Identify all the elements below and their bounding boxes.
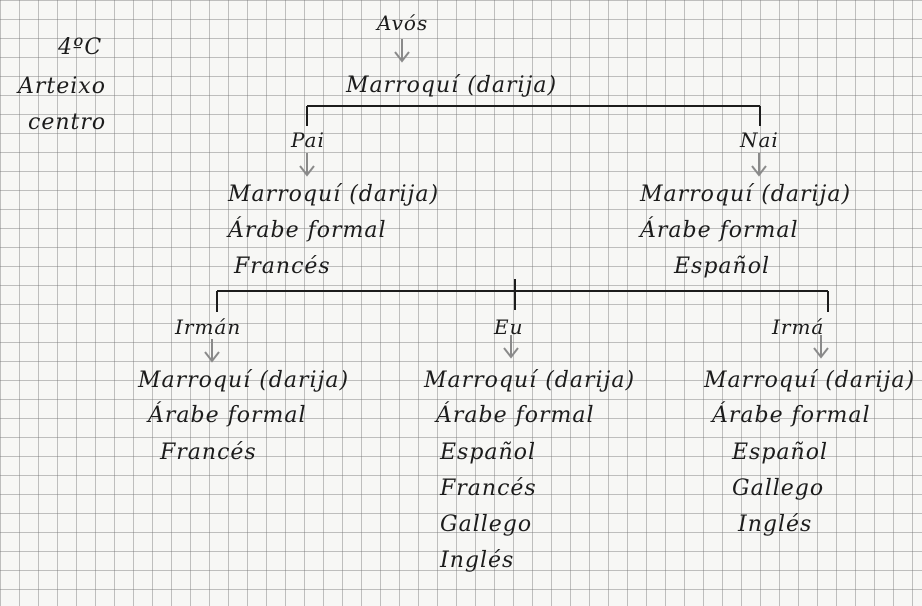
father-language-2: Árabe formal [228, 218, 387, 243]
father-language-3: Francés [234, 254, 331, 279]
down-arrow-icon [299, 153, 315, 177]
me-language-5: Gallego [440, 512, 533, 537]
sister-language-3: Español [732, 440, 828, 465]
down-arrow-icon [503, 335, 519, 359]
me-language-4: Francés [440, 476, 537, 501]
grandparents-language: Marroquí (darija) [346, 73, 558, 98]
me-language-1: Marroquí (darija) [424, 368, 636, 393]
me-label: Eu [494, 315, 524, 339]
me-language-6: Inglés [440, 548, 515, 573]
me-language-3: Español [440, 440, 536, 465]
class-label: 4ºC [58, 35, 103, 60]
brother-label: Irmán [175, 315, 242, 339]
brother-language-1: Marroquí (darija) [138, 368, 350, 393]
mother-language-1: Marroquí (darija) [640, 182, 852, 207]
mother-language-3: Español [674, 254, 770, 279]
sister-language-5: Inglés [738, 512, 813, 537]
down-arrow-icon [204, 339, 220, 363]
sister-language-1: Marroquí (darija) [704, 368, 916, 393]
me-language-2: Árabe formal [436, 403, 595, 428]
brother-language-2: Árabe formal [148, 403, 307, 428]
school-line-1: Arteixo [18, 74, 106, 99]
father-language-1: Marroquí (darija) [228, 182, 440, 207]
mother-language-2: Árabe formal [640, 218, 799, 243]
down-arrow-icon [394, 39, 410, 63]
sister-language-2: Árabe formal [712, 403, 871, 428]
down-arrow-icon [751, 153, 767, 177]
brother-language-3: Francés [160, 440, 257, 465]
father-label: Pai [291, 128, 325, 152]
school-line-2: centro [28, 110, 107, 135]
down-arrow-icon [813, 335, 829, 359]
sister-language-4: Gallego [732, 476, 825, 501]
mother-label: Nai [740, 128, 779, 152]
grandparents-label: Avós [377, 11, 429, 35]
sister-label: Irmá [772, 315, 825, 339]
